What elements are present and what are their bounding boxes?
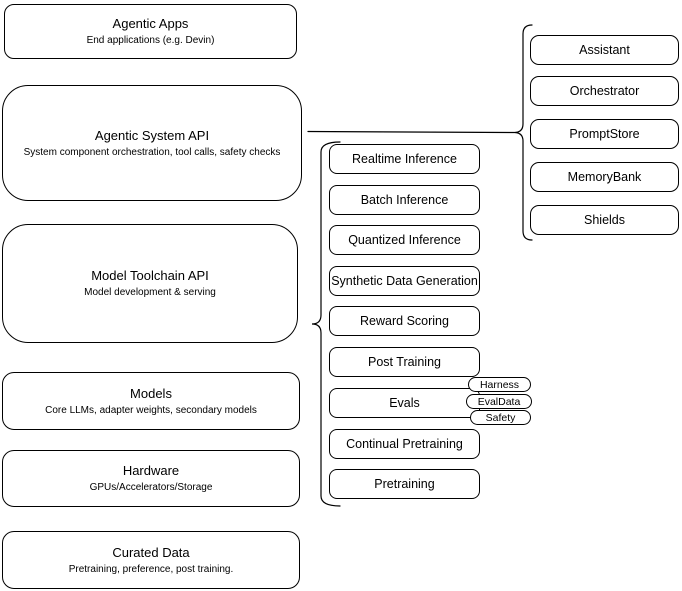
toolchain-item-batch-inference: Batch Inference — [329, 185, 480, 215]
toolchain-item-reward-scoring: Reward Scoring — [329, 306, 480, 336]
toolchain-item-synthetic-data-generation: Synthetic Data Generation — [329, 266, 480, 296]
eval-tag-evaldata: EvalData — [466, 394, 532, 409]
system-component-shields: Shields — [530, 205, 679, 235]
system-component-orchestrator: Orchestrator — [530, 76, 679, 106]
box-subtitle: Pretraining, preference, post training. — [68, 563, 234, 575]
toolchain-item-post-training: Post Training — [329, 347, 480, 377]
box-title: Hardware — [122, 463, 180, 478]
toolchain-item-realtime-inference: Realtime Inference — [329, 144, 480, 174]
box-subtitle: Core LLMs, adapter weights, secondary mo… — [45, 404, 257, 416]
eval-tag-safety: Safety — [470, 410, 531, 425]
eval-tag-harness: Harness — [468, 377, 531, 392]
box-subtitle: System component orchestration, tool cal… — [23, 146, 281, 158]
box-model-toolchain-api: Model Toolchain API Model development & … — [2, 224, 298, 343]
box-models: Models Core LLMs, adapter weights, secon… — [2, 372, 300, 430]
toolchain-item-pretraining: Pretraining — [329, 469, 480, 499]
box-curated-data: Curated Data Pretraining, preference, po… — [2, 531, 300, 589]
system-api-connector-line — [307, 130, 516, 134]
box-agentic-apps: Agentic Apps End applications (e.g. Devi… — [4, 4, 297, 59]
toolchain-item-continual-pretraining: Continual Pretraining — [329, 429, 480, 459]
box-subtitle: Model development & serving — [84, 287, 216, 298]
box-subtitle: GPUs/Accelerators/Storage — [89, 482, 213, 493]
box-title: Model Toolchain API — [91, 268, 209, 283]
box-title: Agentic Apps — [112, 16, 189, 31]
box-title: Curated Data — [112, 544, 190, 560]
box-subtitle: End applications (e.g. Devin) — [86, 35, 215, 46]
system-component-assistant: Assistant — [530, 35, 679, 65]
system-component-promptstore: PromptStore — [530, 119, 679, 149]
box-title: Agentic System API — [94, 127, 210, 143]
box-title: Models — [130, 385, 172, 401]
box-hardware: Hardware GPUs/Accelerators/Storage — [2, 450, 300, 507]
toolchain-item-evals: Evals — [329, 388, 480, 418]
toolchain-item-quantized-inference: Quantized Inference — [329, 225, 480, 255]
system-component-memorybank: MemoryBank — [530, 162, 679, 192]
box-agentic-system-api: Agentic System API System component orch… — [2, 85, 302, 201]
